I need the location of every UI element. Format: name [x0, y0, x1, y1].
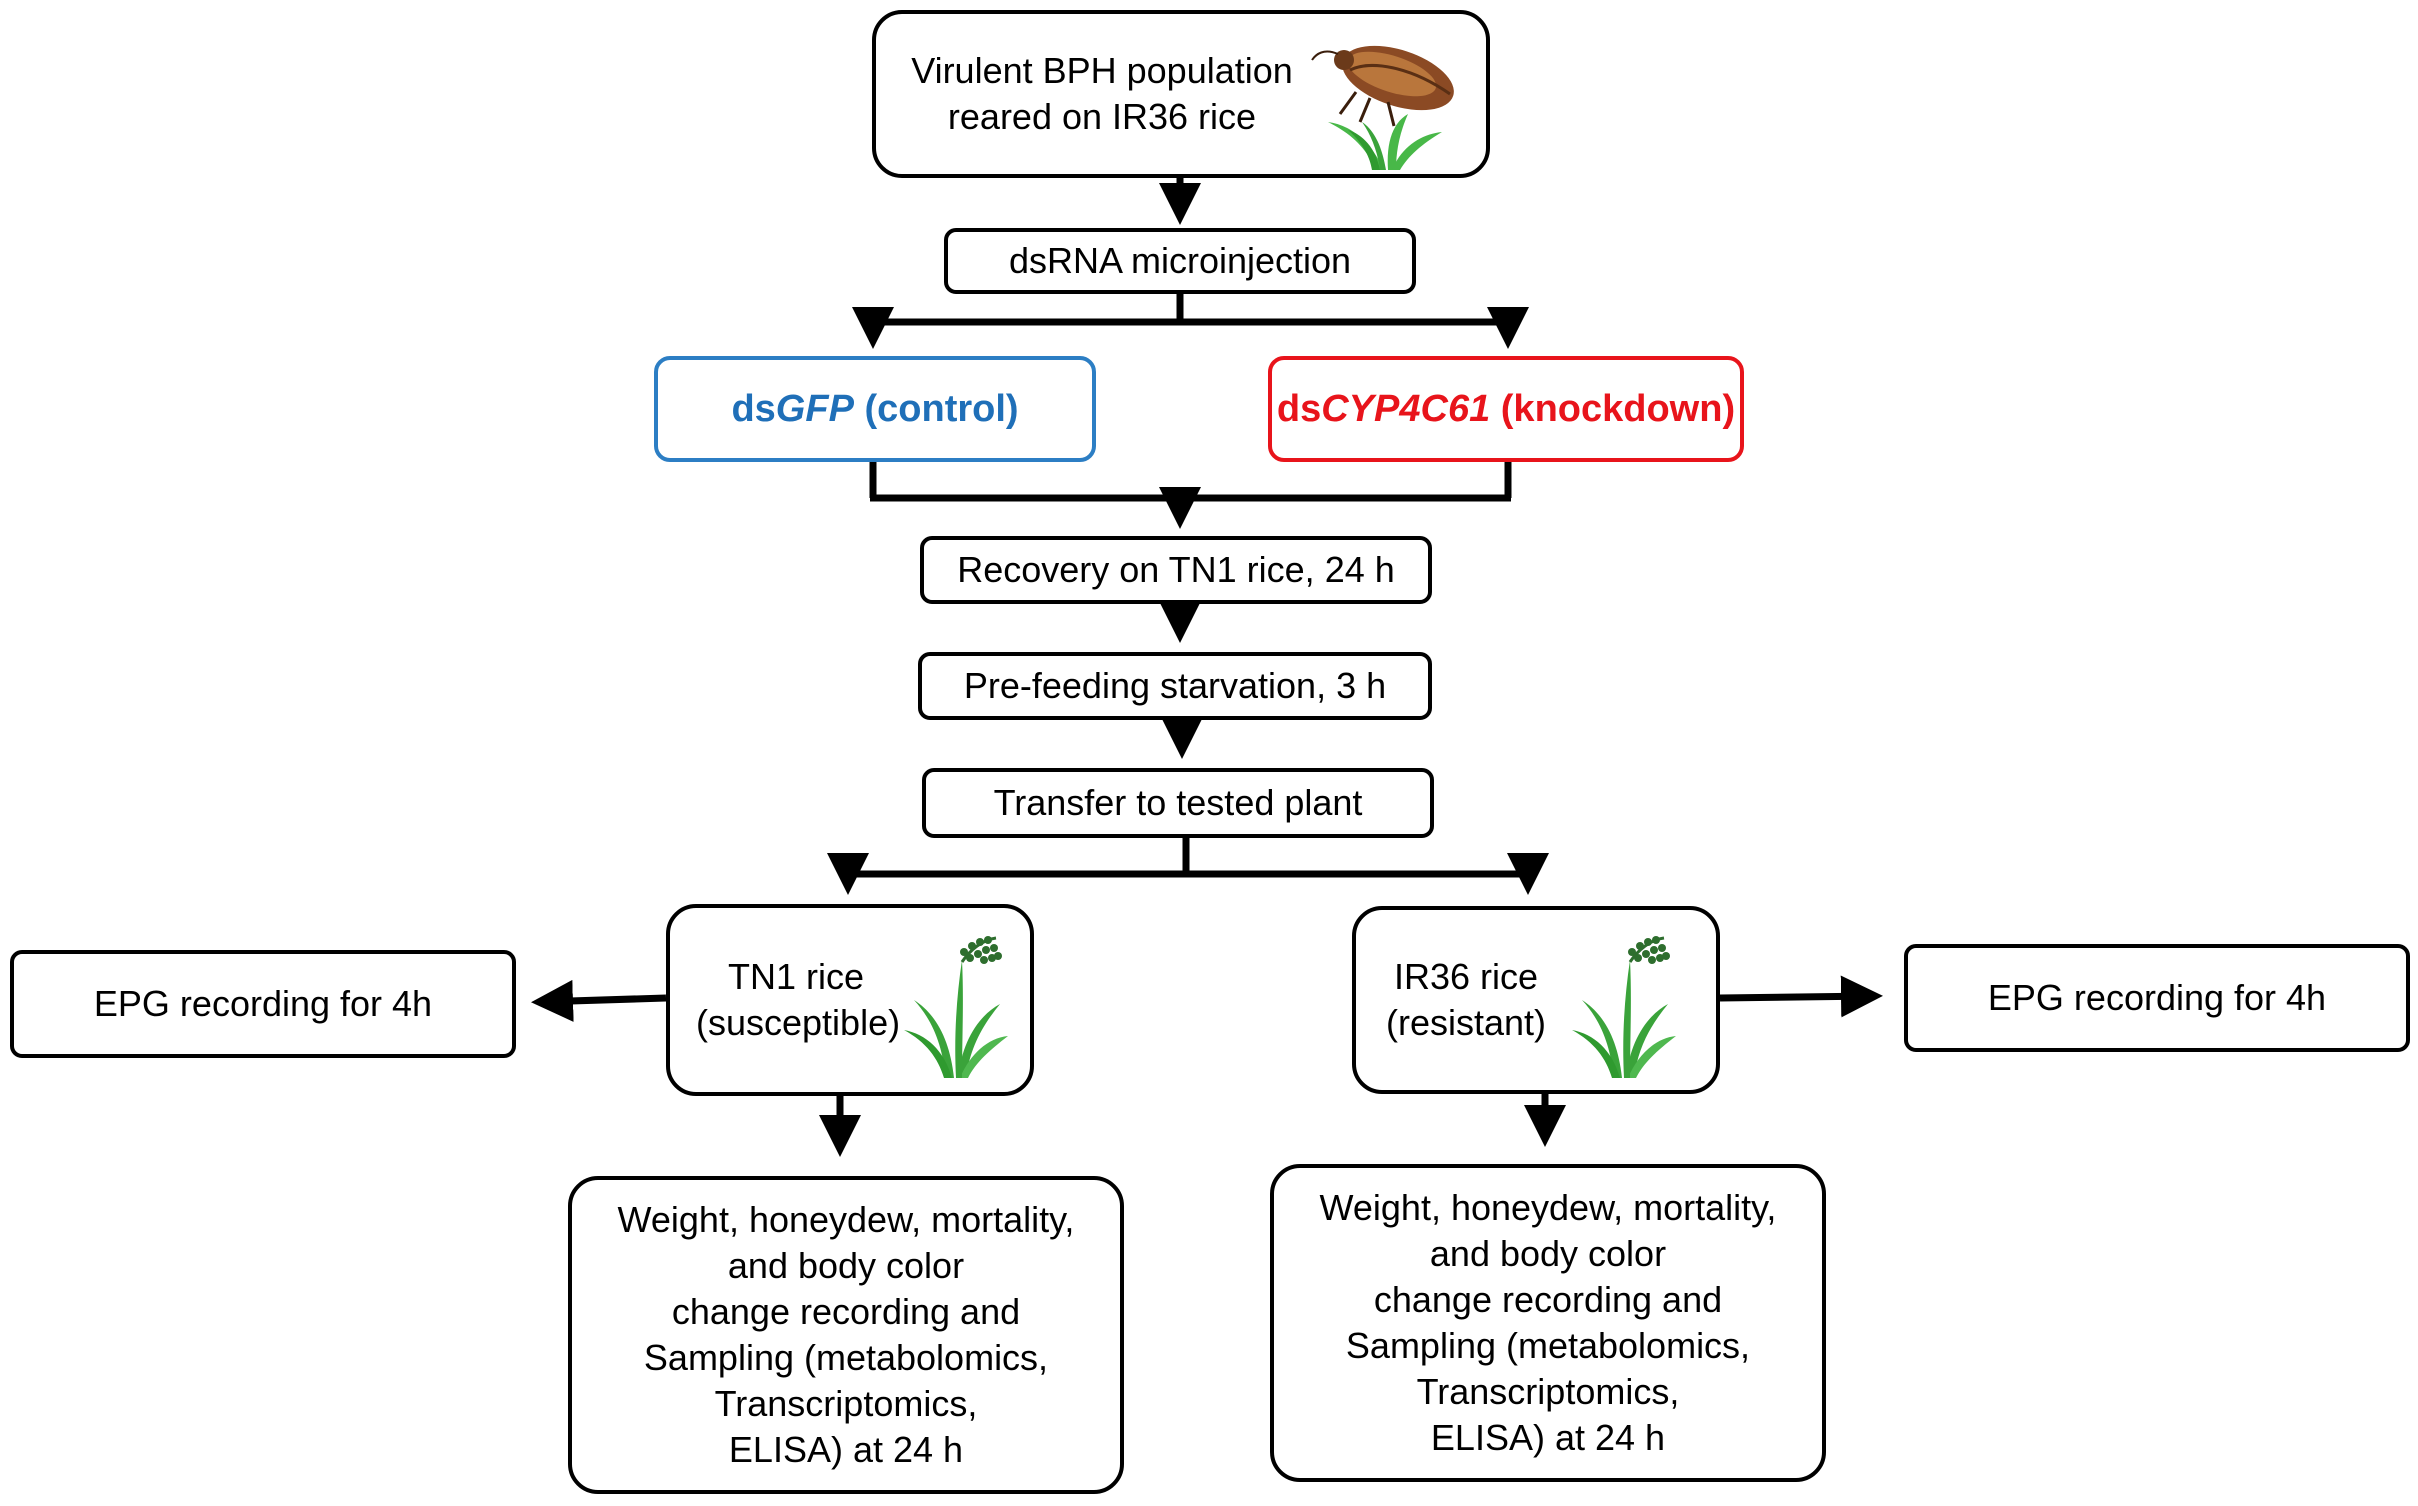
outcome-left-line: ELISA) at 24 h [728, 1429, 964, 1470]
epg-recording-right-box: EPG recording for 4h [1904, 944, 2410, 1052]
outcome-left-line: change recording and [671, 1291, 1021, 1332]
dsrna-microinjection-box: dsRNA microinjection [944, 228, 1416, 294]
outcome-left-line: Sampling (metabolomics, [643, 1337, 1049, 1378]
rice-plant-icon [1572, 936, 1676, 1078]
outcome-right-line: Weight, honeydew, mortality, [1319, 1187, 1777, 1228]
epg-left-label: EPG recording for 4h [93, 983, 433, 1024]
planthopper-icon [1311, 45, 1454, 170]
control-label: dsGFP (control) [731, 388, 1019, 430]
ir36-line-2: (resistant) [1385, 1002, 1547, 1043]
epg-right-label: EPG recording for 4h [1987, 977, 2327, 1018]
recovery-box: Recovery on TN1 rice, 24 h [920, 536, 1432, 604]
recovery-label: Recovery on TN1 rice, 24 h [957, 549, 1395, 590]
outcome-right-line: and body color [1429, 1233, 1667, 1274]
epg-recording-left-box: EPG recording for 4h [10, 950, 516, 1058]
outcome-right-line: Transcriptomics, [1416, 1371, 1680, 1412]
ir36-line-1: IR36 rice [1393, 956, 1539, 997]
starvation-box: Pre-feeding starvation, 3 h [918, 652, 1432, 720]
knockdown-label: dsCYP4C61 (knockdown) [1276, 388, 1736, 430]
source-line-1: Virulent BPH population [911, 50, 1293, 91]
outcome-left-line: Weight, honeydew, mortality, [617, 1199, 1075, 1240]
outcome-left-line: Transcriptomics, [714, 1383, 978, 1424]
outcome-right-line: change recording and [1373, 1279, 1723, 1320]
outcome-right-box: Weight, honeydew, mortality, and body co… [1270, 1164, 1826, 1482]
transfer-box: Transfer to tested plant [922, 768, 1434, 838]
rice-plant-icon [904, 936, 1008, 1078]
dsgfp-control-box: dsGFP (control) [654, 356, 1096, 462]
source-line-2: reared on IR36 rice [947, 96, 1257, 137]
injection-label: dsRNA microinjection [1008, 240, 1352, 281]
outcome-left-box: Weight, honeydew, mortality, and body co… [568, 1176, 1124, 1494]
tn1-line-2: (susceptible) [696, 1002, 901, 1043]
outcome-left-line: and body color [727, 1245, 965, 1286]
outcome-right-line: ELISA) at 24 h [1430, 1417, 1666, 1458]
dscyp4c61-knockdown-box: dsCYP4C61 (knockdown) [1268, 356, 1744, 462]
transfer-label: Transfer to tested plant [993, 782, 1363, 823]
tn1-line-1: TN1 rice [727, 956, 865, 997]
outcome-right-line: Sampling (metabolomics, [1345, 1325, 1751, 1366]
starvation-label: Pre-feeding starvation, 3 h [963, 665, 1387, 706]
